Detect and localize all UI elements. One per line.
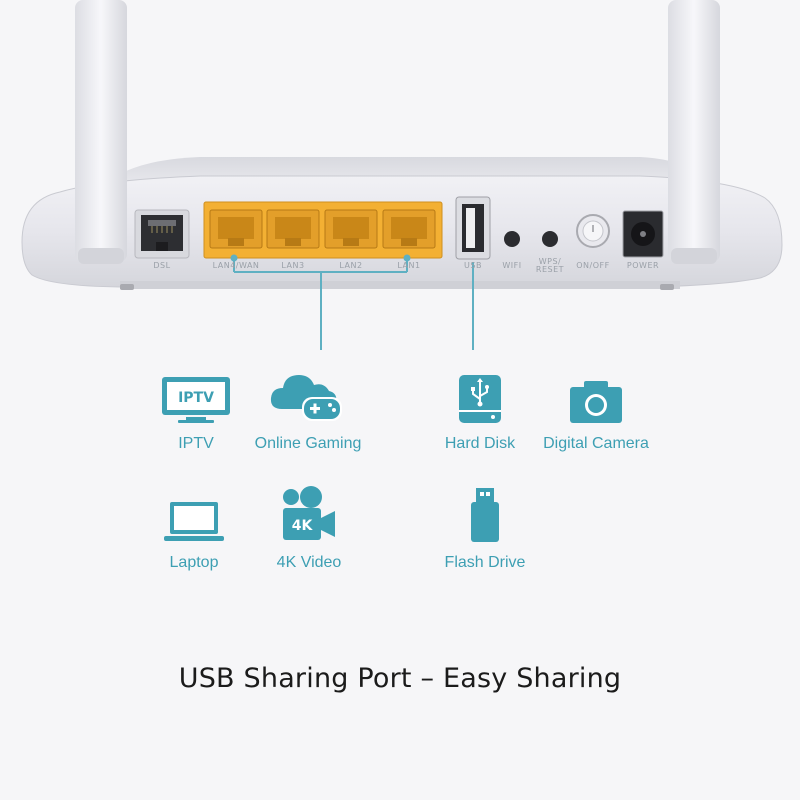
device-label: Online Gaming xyxy=(254,435,362,452)
lan-port-1 xyxy=(382,209,436,249)
device-digital-camera: Digital Camera xyxy=(521,365,671,453)
svg-text:IPTV: IPTV xyxy=(178,390,214,406)
flash-drive-icon xyxy=(471,488,499,542)
wps-reset-button xyxy=(542,231,558,247)
device-online-gaming: Online Gaming xyxy=(233,365,383,453)
lan-port-3 xyxy=(266,209,320,249)
lan-port-block xyxy=(203,201,443,259)
device-flash-drive: Flash Drive xyxy=(410,484,560,572)
port-label-lan2: LAN2 xyxy=(339,261,363,270)
port-label-usb: USB xyxy=(464,261,482,270)
power-switch xyxy=(576,214,610,248)
port-label-onoff: ON/OFF xyxy=(576,261,610,270)
svg-text:4K: 4K xyxy=(292,518,314,534)
device-label: Laptop xyxy=(169,554,219,571)
lan-port-2 xyxy=(324,209,378,249)
router-feet xyxy=(120,284,674,290)
device-4k-video: 4K 4K Video xyxy=(234,484,384,572)
dsl-port xyxy=(134,209,190,259)
usb-port xyxy=(455,196,491,260)
device-iptv: IPTV IPTV xyxy=(121,365,271,453)
port-label-lan3: LAN3 xyxy=(281,261,305,270)
port-label-lan4: LAN4/WAN xyxy=(212,261,260,270)
tv-icon: IPTV xyxy=(162,377,230,423)
camera-icon xyxy=(570,381,622,423)
left-antenna xyxy=(75,0,127,262)
wifi-button xyxy=(504,231,520,247)
device-label: 4K Video xyxy=(276,554,342,571)
device-hard-disk: Hard Disk xyxy=(405,365,555,453)
device-label: Hard Disk xyxy=(444,435,516,452)
port-label-wps-reset: WPS/ RESET xyxy=(535,257,565,274)
port-label-dsl: DSL xyxy=(153,261,171,270)
headline: USB Sharing Port – Easy Sharing xyxy=(178,663,622,694)
video-camera-icon: 4K xyxy=(283,486,335,540)
device-laptop: Laptop xyxy=(119,484,269,572)
lan-port-4 xyxy=(209,209,263,249)
port-label-power: POWER xyxy=(626,261,660,270)
lan-bracket xyxy=(230,254,411,350)
device-label: IPTV xyxy=(178,435,214,452)
port-label-wifi: WIFI xyxy=(502,261,522,270)
router-bottom-edge xyxy=(120,281,680,289)
hard-disk-icon xyxy=(459,375,501,423)
device-label: Flash Drive xyxy=(444,554,526,571)
right-antenna xyxy=(668,0,720,262)
device-label: Digital Camera xyxy=(543,435,649,452)
cloud-gamepad-icon xyxy=(270,375,342,421)
power-jack xyxy=(622,210,664,258)
port-label-lan1: LAN1 xyxy=(397,261,421,270)
laptop-icon xyxy=(164,502,224,541)
